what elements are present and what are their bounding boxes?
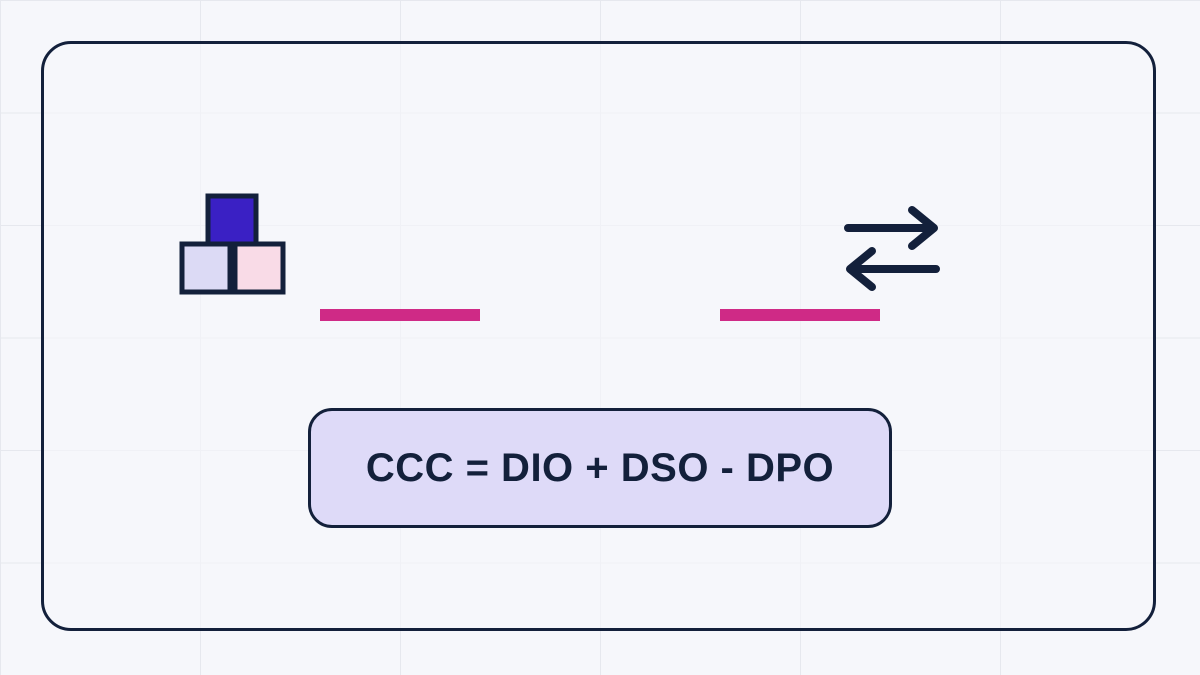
- formula-box: CCC = DIO + DSO - DPO: [308, 408, 892, 528]
- arrow-left: [846, 247, 940, 291]
- formula-text: CCC = DIO + DSO - DPO: [365, 445, 835, 490]
- block-bottom-right: [232, 241, 286, 295]
- block-top: [205, 193, 259, 247]
- diagram-card: [41, 41, 1156, 631]
- stacked-blocks-icon: [179, 193, 286, 295]
- connector-line-right: [720, 309, 880, 321]
- connector-line-left: [320, 309, 480, 321]
- arrow-right: [844, 206, 938, 250]
- exchange-arrows-icon: [844, 206, 940, 291]
- block-bottom-left: [179, 241, 233, 295]
